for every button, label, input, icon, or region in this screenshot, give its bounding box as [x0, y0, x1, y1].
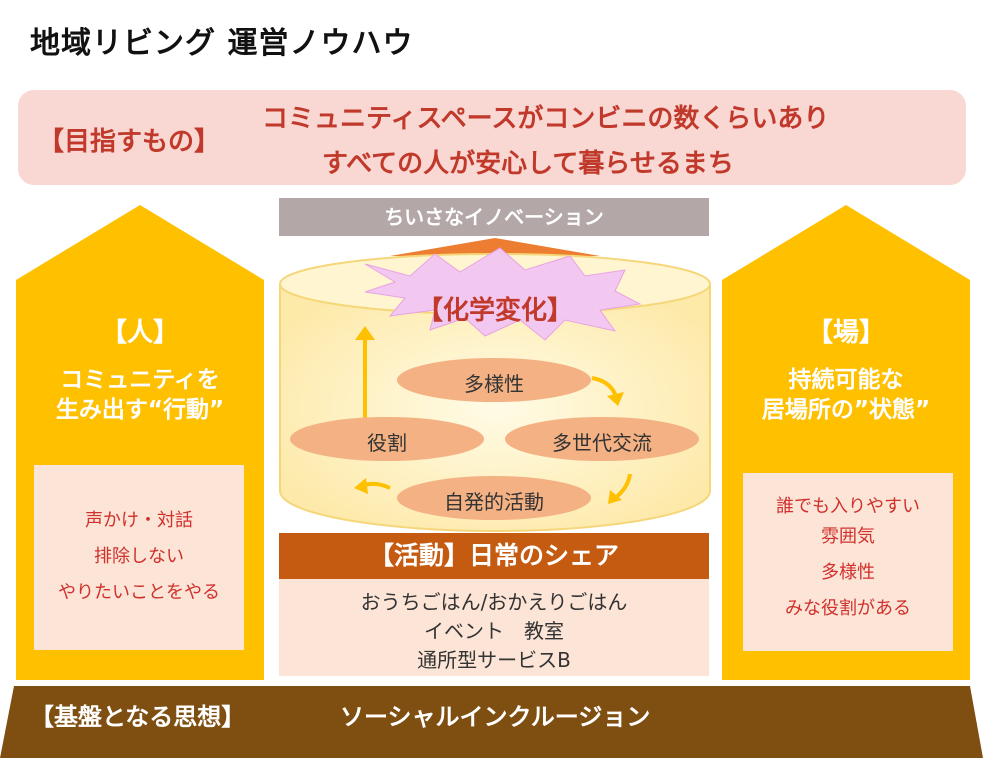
- activity-box: [279, 579, 709, 676]
- left-pillar-subtitle-2: 生み出す“行動”: [55, 397, 225, 423]
- cycle-diversity: 多様性: [464, 372, 524, 396]
- right-pillar-item: 雰囲気: [821, 526, 875, 547]
- innovation-bar: ちいさなイノベーション: [279, 198, 709, 236]
- right-pillar-item: 誰でも入りやすい: [776, 496, 920, 517]
- left-pillar-box: 声かけ・対話 排除しない やりたいことをやる: [34, 465, 244, 650]
- oval-generations: [505, 417, 699, 461]
- oval-roles: [290, 417, 484, 461]
- goal-line-2: すべての人が安心して暮らせるまち: [322, 149, 734, 179]
- oval-voluntary: [397, 476, 591, 520]
- cycle-generations: 多世代交流: [552, 431, 652, 455]
- goal-banner: [18, 90, 966, 185]
- page-title: 地域リビング 運営ノウハウ: [30, 26, 414, 61]
- activity-title: 【活動】日常のシェア: [279, 533, 709, 579]
- left-pillar-item: 声かけ・対話: [85, 510, 193, 531]
- foundation-value: ソーシャルインクルージョン: [340, 703, 651, 731]
- left-pillar-subtitle-1: コミュニティを: [60, 367, 220, 393]
- left-pillar-item: 排除しない: [94, 546, 184, 567]
- oval-diversity: [397, 358, 591, 402]
- cycle-voluntary: 自発的活動: [444, 490, 544, 514]
- cycle-roles: 役割: [367, 431, 407, 455]
- left-pillar-item: やりたいことをやる: [58, 582, 220, 603]
- left-pillar-title: 【人】: [100, 318, 179, 348]
- activity-item: 通所型サービスB: [417, 648, 571, 672]
- activity-item: おうちごはん/おかえりごはん: [360, 590, 628, 614]
- foundation-label: 【基盤となる思想】: [30, 703, 246, 731]
- activity-item: イベント 教室: [424, 619, 564, 643]
- reaction-label: 【化学変化】: [416, 296, 573, 326]
- right-pillar-box: 誰でも入りやすい 雰囲気 多様性 みな役割がある: [743, 473, 953, 651]
- right-pillar-item: 多様性: [821, 562, 875, 583]
- arrow-curve-right-icon: [591, 376, 618, 397]
- burst-icon: [364, 247, 642, 341]
- reaction-cylinder: [279, 238, 711, 532]
- foundation-bar: [0, 686, 983, 758]
- up-triangle-icon: [390, 238, 600, 256]
- goal-line-1: コミュニティスペースがコンビニの数くらいあり: [262, 104, 830, 134]
- right-pillar-item: みな役割がある: [785, 598, 911, 619]
- right-pillar-title: 【場】: [806, 318, 885, 348]
- right-pillar-subtitle-1: 持続可能な: [788, 367, 904, 393]
- right-pillar-subtitle-2: 居場所の”状態”: [761, 397, 931, 423]
- goal-label: 【目指すもの】: [38, 127, 221, 157]
